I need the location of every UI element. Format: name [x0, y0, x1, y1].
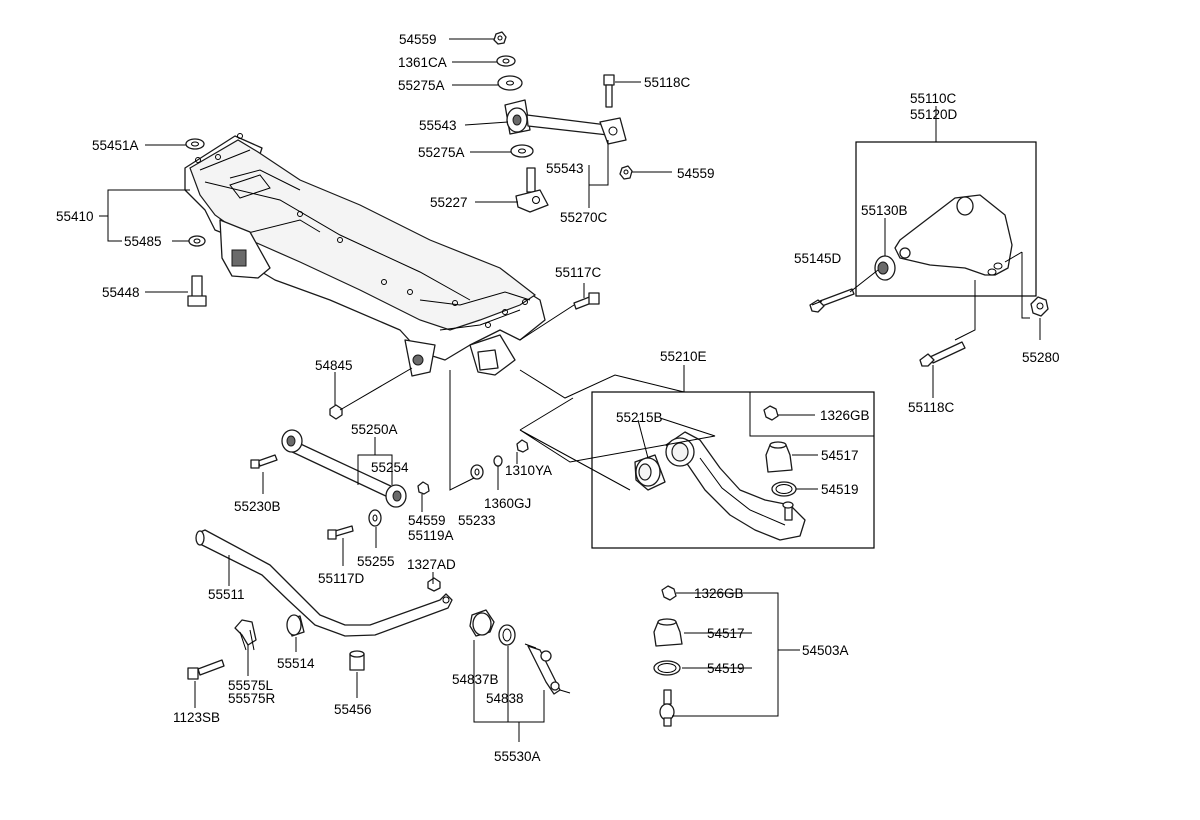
- bushing-55514: [286, 614, 305, 637]
- label-1326GB-upper: 1326GB: [820, 408, 870, 423]
- washer-55255: [368, 509, 382, 527]
- dust-boot-54517-upper: [765, 441, 793, 473]
- label-55117C: 55117C: [555, 265, 602, 280]
- label-55110C: 55110C: [910, 91, 957, 106]
- label-55254: 55254: [371, 460, 409, 475]
- label-55210E: 55210E: [660, 349, 707, 364]
- label-55130B: 55130B: [861, 203, 908, 218]
- label-55530A: 55530A: [494, 749, 541, 764]
- label-54845: 54845: [315, 358, 353, 373]
- nut-1326GB-lower: [661, 585, 677, 601]
- label-55145D: 55145D: [794, 251, 842, 266]
- label-55485: 55485: [124, 234, 162, 249]
- nut-1326GB-upper: [763, 405, 779, 421]
- label-1361CA: 1361CA: [398, 55, 447, 70]
- label-55120D: 55120D: [910, 107, 958, 122]
- label-54503A: 54503A: [802, 643, 849, 658]
- label-55118C-top: 55118C: [644, 75, 691, 90]
- lower-control-arm: [634, 431, 806, 541]
- bolt-55230B: [250, 454, 278, 469]
- label-55119A: 55119A: [408, 528, 454, 543]
- label-55456: 55456: [334, 702, 372, 717]
- upper-arm-box: [855, 141, 1037, 297]
- washer-55233: [470, 464, 484, 480]
- label-1327AD: 1327AD: [407, 557, 456, 572]
- label-55230B: 55230B: [234, 499, 281, 514]
- label-55280: 55280: [1022, 350, 1060, 365]
- label-55215B: 55215B: [616, 410, 663, 425]
- part-number-labels: 54559 1361CA 55275A 55118C 55543 55275A …: [56, 32, 1060, 764]
- bolt-1123SB: [187, 659, 225, 680]
- label-55451A: 55451A: [92, 138, 139, 153]
- bolt-55448: [187, 275, 207, 307]
- label-54838: 54838: [486, 691, 524, 706]
- label-54559-low: 54559: [408, 513, 446, 528]
- label-55270C: 55270C: [560, 210, 608, 225]
- bolt-55118C-right: [919, 341, 966, 367]
- label-55410: 55410: [56, 209, 94, 224]
- label-54559-mid: 54559: [677, 166, 715, 181]
- crossmember-assembly: [184, 133, 546, 377]
- nut-54559-low: [417, 481, 430, 495]
- bolt-55117D: [327, 525, 354, 540]
- label-55575L: 55575L: [228, 678, 274, 693]
- label-54519-lower: 54519: [707, 661, 745, 676]
- label-1310YA: 1310YA: [505, 463, 552, 478]
- bolt-55145D: [809, 288, 855, 313]
- nut-55280: [1030, 296, 1049, 317]
- link-55250A: [281, 429, 407, 508]
- leader-lines: [99, 38, 1041, 742]
- label-55511: 55511: [208, 587, 245, 602]
- bushing-55456: [349, 650, 365, 671]
- label-55117D: 55117D: [318, 571, 365, 586]
- ball-joint-stud: [659, 689, 675, 727]
- nut-54845: [329, 404, 343, 420]
- stabilizer-bar: [195, 529, 453, 637]
- label-55448: 55448: [102, 285, 140, 300]
- label-54519-upper: 54519: [821, 482, 859, 497]
- label-54559-top: 54559: [399, 32, 437, 47]
- label-55255: 55255: [357, 554, 395, 569]
- label-1326GB-lower: 1326GB: [694, 586, 744, 601]
- label-55275A-top: 55275A: [398, 78, 445, 93]
- washer-1360GJ: [493, 455, 503, 467]
- label-54517-upper: 54517: [821, 448, 859, 463]
- lower-arm-box: [591, 391, 875, 549]
- label-55543-right: 55543: [546, 161, 584, 176]
- bracket-55575: [234, 619, 257, 651]
- upper-link-assembly: [493, 31, 633, 213]
- label-54517-lower: 54517: [707, 626, 745, 641]
- stabilizer-link-assembly: [469, 609, 571, 695]
- label-55514: 55514: [277, 656, 315, 671]
- label-1360GJ: 1360GJ: [484, 496, 531, 511]
- washer-55451A: [185, 138, 205, 150]
- label-55575R: 55575R: [228, 691, 276, 706]
- label-55250A: 55250A: [351, 422, 398, 437]
- dust-boot-54517-lower: [653, 618, 683, 647]
- label-55543-left: 55543: [419, 118, 457, 133]
- label-55118C-right: 55118C: [908, 400, 955, 415]
- label-1123SB: 1123SB: [173, 710, 220, 725]
- bolt-55117C: [573, 292, 600, 310]
- washer-55485: [188, 235, 206, 247]
- label-55233: 55233: [458, 513, 496, 528]
- upper-control-arm: [874, 194, 1013, 281]
- label-54837B: 54837B: [452, 672, 499, 687]
- nut-1310YA: [516, 439, 529, 453]
- label-55227: 55227: [430, 195, 468, 210]
- label-55275A-mid: 55275A: [418, 145, 465, 160]
